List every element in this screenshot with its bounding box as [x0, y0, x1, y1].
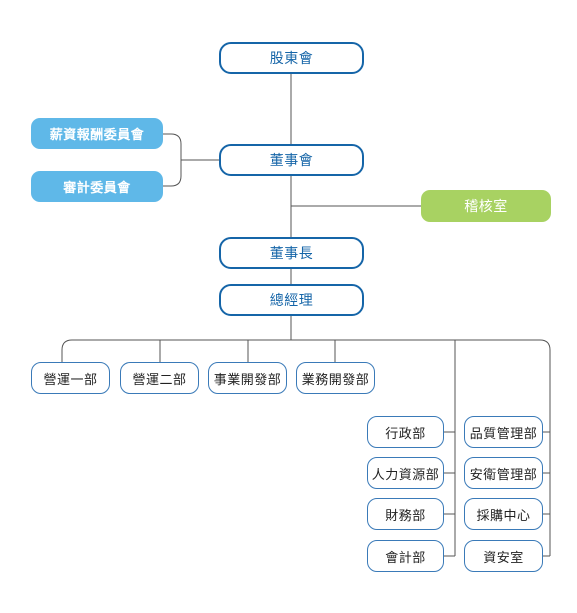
node-finance: 財務部: [367, 498, 444, 530]
node-internal-audit: 稽核室: [421, 190, 551, 222]
committee-bracket: [163, 133, 182, 187]
node-admin: 行政部: [367, 416, 444, 448]
node-accounting: 會計部: [367, 540, 444, 572]
node-quality: 品質管理部: [464, 416, 543, 448]
node-hr: 人力資源部: [367, 457, 444, 489]
node-security-mgmt: 安衛管理部: [464, 457, 543, 489]
top-bus: [61, 339, 551, 362]
node-sales-2: 營運二部: [120, 362, 199, 394]
node-compensation-committee: 薪資報酬委員會: [31, 118, 163, 149]
node-chairman: 董事長: [219, 237, 364, 269]
node-business-dev-1: 事業開發部: [208, 362, 287, 394]
node-procurement: 採購中心: [464, 498, 543, 530]
node-general-manager: 總經理: [219, 284, 364, 316]
node-sales-1: 營運一部: [31, 362, 110, 394]
node-business-dev-2: 業務開發部: [296, 362, 375, 394]
node-it: 資安室: [464, 540, 543, 572]
node-shareholders: 股東會: [219, 42, 364, 74]
node-board: 董事會: [219, 144, 364, 176]
node-audit-committee: 審計委員會: [31, 171, 163, 202]
